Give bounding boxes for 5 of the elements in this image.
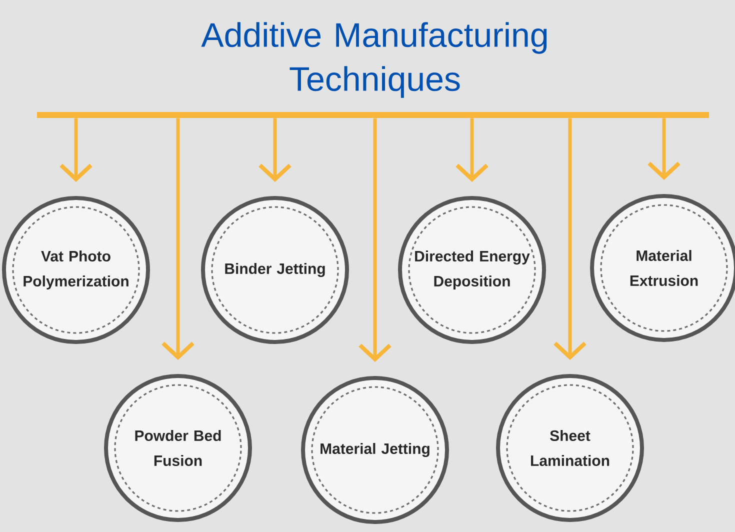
arrow (358, 118, 392, 362)
title: Additive Manufacturing Techniques (201, 22, 547, 98)
horizontal-bar (37, 112, 709, 118)
arrow (162, 118, 194, 360)
arrow (554, 118, 586, 360)
